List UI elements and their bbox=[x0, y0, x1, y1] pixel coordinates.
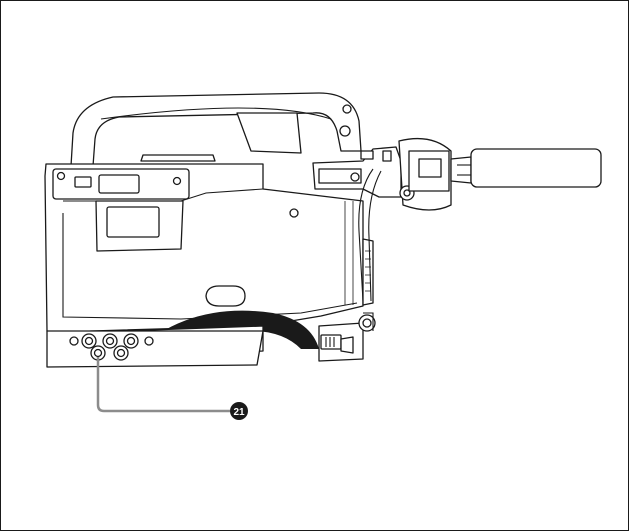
callout-badge bbox=[230, 402, 248, 420]
battery-icon bbox=[318, 312, 376, 362]
callout-number: 21 bbox=[233, 407, 245, 418]
connector-jacks bbox=[69, 333, 154, 361]
handle-icon bbox=[70, 92, 362, 167]
connector-panel-icon bbox=[46, 330, 264, 368]
camera-body-icon bbox=[44, 163, 374, 334]
shotgun-microphone-icon bbox=[450, 148, 602, 188]
callout-leader-line bbox=[96, 357, 230, 413]
viewfinder-icon bbox=[312, 137, 452, 302]
